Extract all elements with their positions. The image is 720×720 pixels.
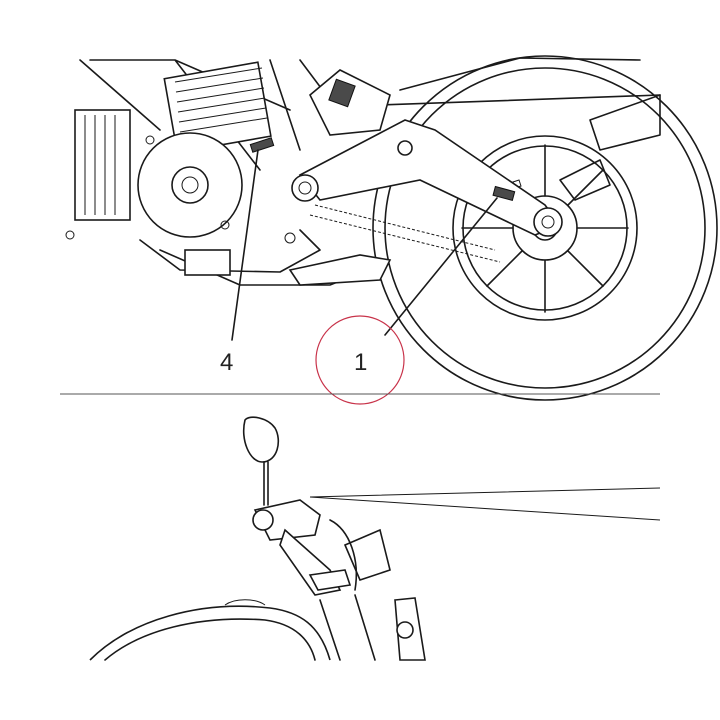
drive-chain — [309, 204, 501, 263]
rear-shock-and-subframe — [379, 57, 661, 201]
leader-line-4 — [231, 149, 259, 341]
frame-number-tag — [492, 185, 516, 202]
callout-label-4: 4 — [220, 349, 233, 376]
leader-line-1 — [384, 197, 498, 336]
handlebar-section-illustration — [89, 416, 661, 661]
engine — [65, 59, 392, 286]
handlebar-leader-lines — [309, 487, 661, 521]
engine-number-tag — [249, 137, 275, 153]
callout-label-1: 1 — [354, 349, 367, 376]
swingarm — [291, 119, 563, 237]
fork-and-headlight — [319, 594, 426, 661]
highlight-circle — [315, 315, 405, 405]
fuel-tank — [89, 599, 331, 661]
mirror — [243, 416, 279, 506]
rear-section-illustration — [65, 55, 718, 401]
handlebar-controls — [252, 499, 391, 596]
